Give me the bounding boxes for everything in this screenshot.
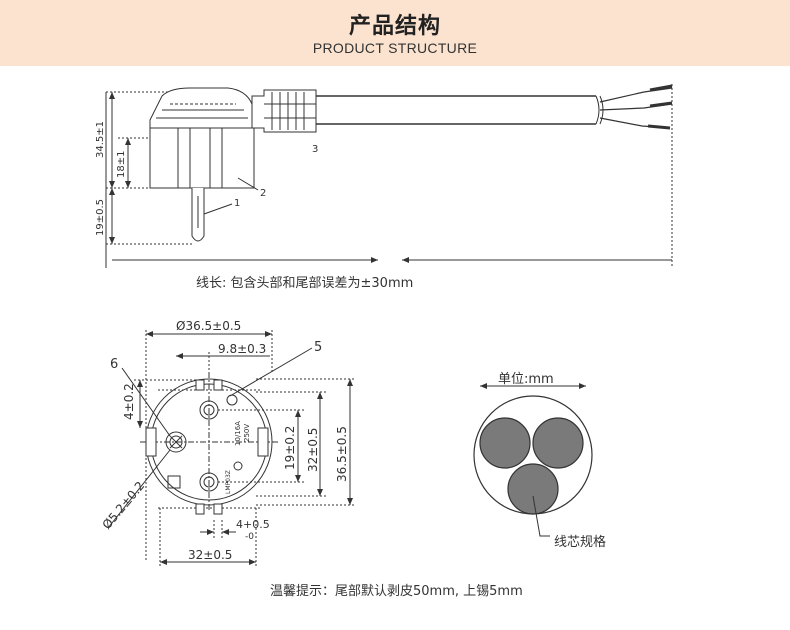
callout-3: 3 (312, 144, 318, 155)
core-conductor-1 (479, 417, 531, 469)
dim-body-height: 18±1 (116, 151, 127, 178)
dim-height-outer: 36.5±0.5 (335, 426, 349, 482)
dim-hole: Ø5.2±0.2 (100, 479, 148, 532)
page-title: 产品结构 (348, 14, 441, 39)
front-view (107, 330, 356, 568)
dim-width: 32±0.5 (188, 548, 232, 562)
dim-pin-offset: 9.8±0.3 (218, 342, 266, 356)
dim-bottom-tol-upper: 4+0.5 (236, 518, 270, 531)
callout-5: 5 (314, 340, 322, 355)
core-spec-label: 线芯规格 (554, 535, 607, 550)
marking-rating: 10/16A (234, 421, 242, 446)
core-conductor-3 (507, 463, 559, 515)
side-view (105, 84, 673, 268)
dim-pin-spacing: 19±0.2 (283, 426, 297, 470)
callout-1: 1 (234, 198, 240, 209)
dim-top: 4±0.2 (122, 383, 136, 420)
dim-height-inner: 32±0.5 (306, 428, 320, 472)
cable-cross-section (473, 383, 593, 537)
callout-6: 6 (110, 357, 118, 372)
marking-model: LMP03Z (225, 470, 232, 494)
callout-2: 2 (260, 188, 266, 199)
dim-diameter: Ø36.5±0.5 (176, 319, 241, 333)
marking-voltage: 250V (243, 424, 251, 442)
dim-bottom-tol-lower: -0 (245, 532, 254, 542)
footer-note: 温馨提示：尾部默认剥皮50mm, 上锡5mm (270, 584, 523, 599)
unit-label: 单位:mm (498, 372, 554, 387)
header-band: 产品结构 PRODUCT STRUCTURE (0, 0, 790, 66)
page-subtitle: PRODUCT STRUCTURE (312, 40, 478, 56)
core-conductor-2 (532, 417, 584, 469)
dim-pin-length: 19±0.5 (95, 199, 106, 236)
length-note: 线长: 包含头部和尾部误差为±30mm (196, 276, 414, 291)
dim-total-height: 34.5±1 (95, 121, 106, 158)
